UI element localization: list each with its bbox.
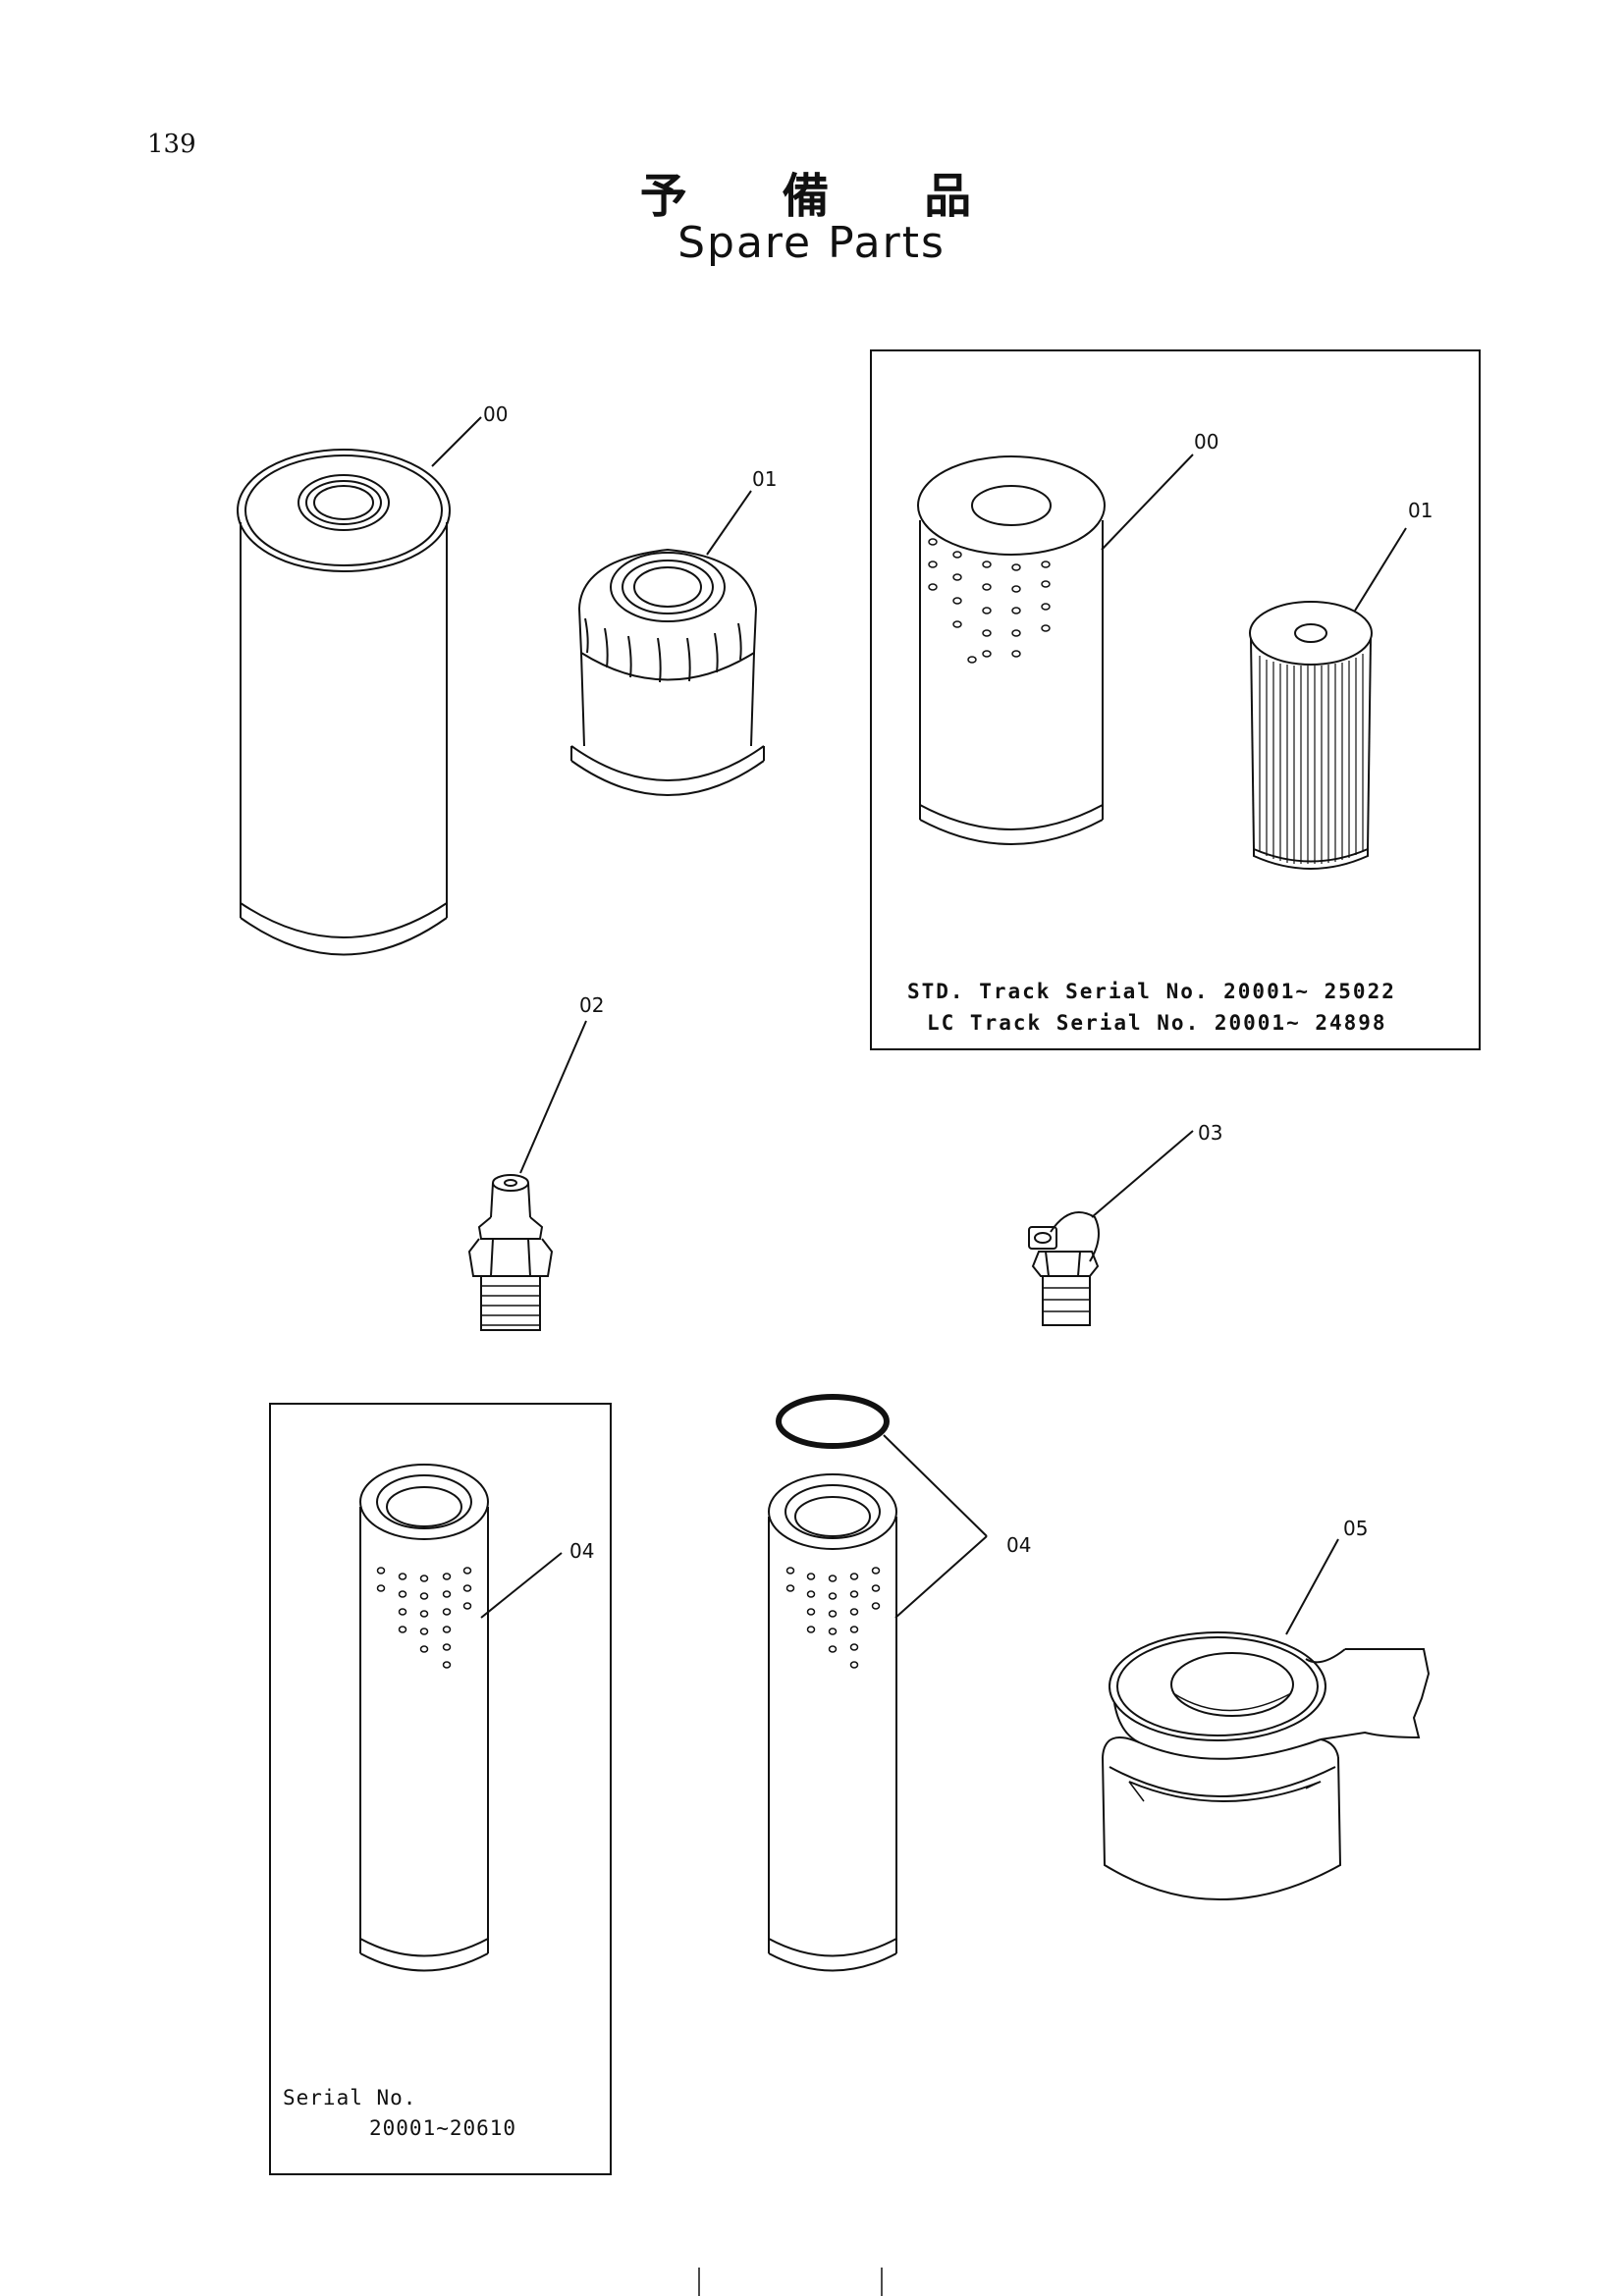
leader-01-box (1355, 528, 1406, 611)
page-title-japanese: 予 備 品 (639, 169, 1011, 224)
callout-02: 02 (579, 993, 605, 1017)
part-03-grease-nipple-angled (1029, 1212, 1099, 1325)
page-number: 139 (147, 130, 196, 159)
part-04-element-box (360, 1465, 488, 1971)
leader-00-box (1102, 454, 1193, 550)
leader-05 (1286, 1539, 1338, 1634)
leader-00-left (432, 417, 481, 466)
callout-05: 05 (1343, 1517, 1369, 1540)
part-00-filter-element (238, 450, 450, 955)
serial-note-lc-track: LC Track Serial No. 20001~ 24898 (927, 1011, 1387, 1035)
part-04-element-mid (769, 1474, 896, 1971)
part-02-grease-nipple-straight (469, 1175, 552, 1330)
callout-03: 03 (1198, 1121, 1223, 1145)
part-01-spin-on-filter (571, 550, 764, 795)
part-04-oring (779, 1397, 887, 1446)
part-00-perforated-element (918, 456, 1105, 844)
leader-04-oring (884, 1435, 987, 1536)
serial-note-bottom-range: 20001~20610 (369, 2116, 517, 2140)
serial-note-bottom-label: Serial No. (283, 2086, 417, 2109)
part-05-seal-tape (1103, 1632, 1429, 1899)
leader-01-left (707, 491, 751, 555)
serial-box-bottom-frame (270, 1404, 611, 2174)
callout-01-left: 01 (752, 467, 778, 491)
serial-box-top-frame (871, 350, 1480, 1049)
callout-04-box: 04 (569, 1539, 595, 1563)
callout-01-box: 01 (1408, 499, 1434, 522)
leader-02 (520, 1021, 586, 1173)
callout-00-box: 00 (1194, 430, 1219, 454)
page-title-english: Spare Parts (677, 218, 946, 268)
leader-04-element (895, 1536, 987, 1618)
serial-note-std-track: STD. Track Serial No. 20001~ 25022 (907, 980, 1396, 1003)
callout-00-left: 00 (483, 402, 509, 426)
part-01-pleated-filter (1250, 602, 1372, 869)
leader-04-box (481, 1553, 562, 1618)
callout-04-mid: 04 (1006, 1533, 1032, 1557)
leader-03 (1092, 1131, 1193, 1217)
